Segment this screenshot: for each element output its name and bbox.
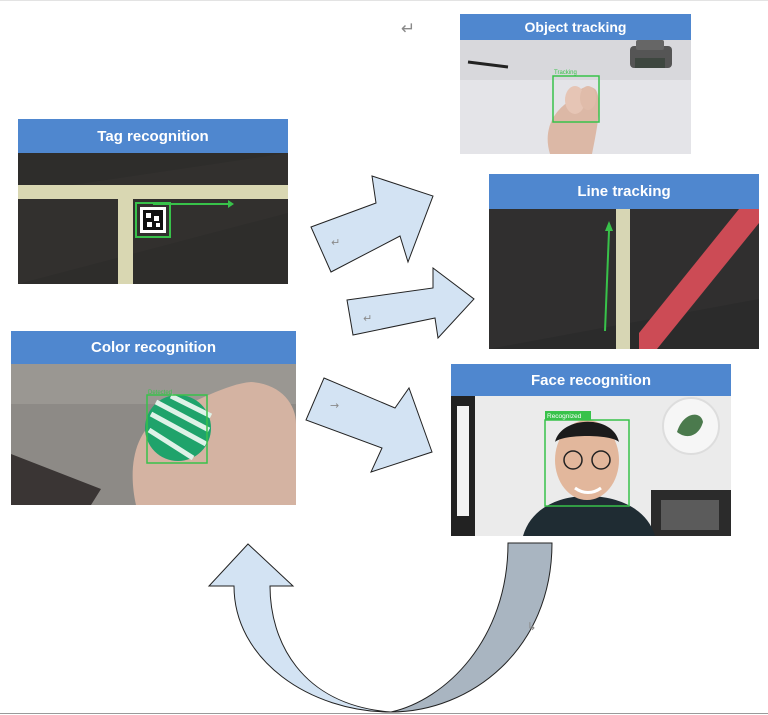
panel-color-recognition: Color recognition Detected	[11, 331, 296, 505]
arrow-tag-to-line	[346, 266, 475, 340]
top-border	[0, 0, 768, 1]
panel-tag-recognition: Tag recognition	[18, 119, 288, 284]
hook-mark: ↳	[527, 620, 537, 633]
line-tracking-photo	[489, 209, 759, 349]
panel-object-tracking: Object tracking Tracking	[460, 14, 691, 154]
color-recognition-photo: Detected	[11, 364, 296, 505]
panel-title: Tag recognition	[18, 119, 288, 153]
face-recognition-photo: Recognized	[451, 396, 731, 536]
panel-title: Color recognition	[11, 331, 296, 364]
panel-title: Line tracking	[489, 174, 759, 209]
tag-recognition-photo	[18, 153, 288, 284]
arrow-tag-to-object	[310, 175, 434, 273]
face-box-label: Recognized	[547, 413, 582, 420]
panel-title: Object tracking	[460, 14, 691, 40]
color-box-label: Detected	[148, 390, 172, 396]
bottom-border	[0, 713, 768, 714]
arrow-mark: →	[330, 399, 340, 412]
return-mark: ↵	[363, 312, 373, 325]
arrow-color-to-face	[305, 377, 433, 473]
tracking-box-label: Tracking	[554, 70, 577, 76]
panel-title: Face recognition	[451, 364, 731, 396]
object-tracking-photo: Tracking	[460, 40, 691, 154]
return-mark: ↵	[331, 236, 341, 249]
return-mark: ↵	[401, 19, 416, 39]
panel-face-recognition: Face recognition Recognized	[451, 364, 731, 536]
panel-line-tracking: Line tracking	[489, 174, 759, 349]
return-arrow-light-band	[207, 543, 392, 713]
